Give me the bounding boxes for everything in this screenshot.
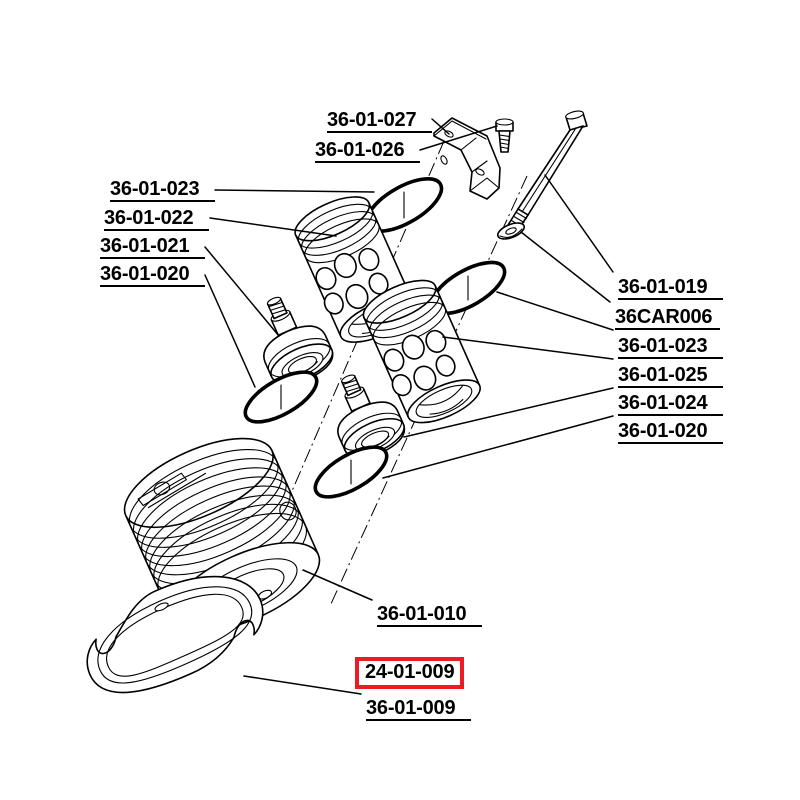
label-underline: [618, 414, 723, 416]
part-label-text: 24-01-009: [365, 661, 455, 683]
leader-lines: [204, 118, 614, 695]
part-label-text: 36-01-023: [110, 178, 200, 200]
valve-head-right: [337, 374, 406, 459]
part-label-text: 36-01-010: [377, 603, 467, 625]
mounting-bracket: [433, 117, 501, 200]
label-underline: [618, 298, 723, 300]
center-axis-right: [329, 175, 528, 607]
part-label-text: 36-01-023: [618, 335, 708, 357]
part-label-36-01-022[interactable]: 36-01-022: [104, 208, 209, 231]
label-underline: [327, 131, 432, 133]
part-label-text: 36-01-019: [618, 276, 708, 298]
label-underline: [100, 285, 205, 287]
part-label-text: 36CAR006: [615, 306, 713, 328]
part-label-36-01-021[interactable]: 36-01-021: [100, 236, 205, 259]
part-label-text: 36-01-020: [100, 263, 190, 285]
base-gasket: [86, 575, 264, 694]
part-label-text: 36-01-025: [618, 364, 708, 386]
stud-washer: [496, 222, 526, 240]
label-underline: [104, 229, 209, 231]
lower-o-ring-left: [243, 370, 319, 424]
bracket-screw: [495, 118, 514, 153]
label-underline: [618, 442, 723, 444]
lower-o-ring-right: [313, 445, 389, 499]
part-label-36-01-027[interactable]: 36-01-027: [327, 110, 432, 133]
part-label-36-01-025[interactable]: 36-01-025: [618, 365, 723, 388]
part-label-text: 36-01-024: [618, 392, 708, 414]
part-label-text: 36-01-021: [100, 235, 190, 257]
part-label-text: 36-01-026: [315, 139, 405, 161]
valve-head-left: [263, 296, 334, 386]
part-label-36-01-020-left[interactable]: 36-01-020: [100, 264, 205, 287]
label-underline: [315, 161, 420, 163]
part-label-text: 36-01-022: [104, 207, 194, 229]
long-stud-bolt: [504, 110, 588, 237]
part-label-36-01-024[interactable]: 36-01-024: [618, 393, 723, 416]
part-label-36-01-019[interactable]: 36-01-019: [618, 277, 723, 300]
part-label-36-01-023-right[interactable]: 36-01-023: [618, 336, 723, 359]
valve-cage-right: [362, 279, 481, 424]
label-underline: [110, 200, 215, 202]
label-underline: [377, 625, 482, 627]
part-label-36-01-023-left[interactable]: 36-01-023: [110, 179, 215, 202]
part-label-36-01-009[interactable]: 36-01-009: [366, 698, 471, 721]
label-underline: [366, 719, 471, 721]
part-label-36-01-020-right[interactable]: 36-01-020: [618, 421, 723, 444]
label-underline: [618, 357, 723, 359]
label-underline: [100, 257, 205, 259]
part-label-36CAR006[interactable]: 36CAR006: [615, 307, 720, 330]
label-underline: [618, 386, 723, 388]
part-label-36-01-010[interactable]: 36-01-010: [377, 604, 482, 627]
part-label-24-01-009-highlighted[interactable]: 24-01-009: [355, 657, 465, 689]
label-underline: [615, 328, 720, 330]
part-label-text: 36-01-027: [327, 109, 417, 131]
part-label-text: 36-01-020: [618, 420, 708, 442]
part-label-text: 36-01-009: [366, 697, 456, 719]
part-label-36-01-026[interactable]: 36-01-026: [315, 140, 420, 163]
